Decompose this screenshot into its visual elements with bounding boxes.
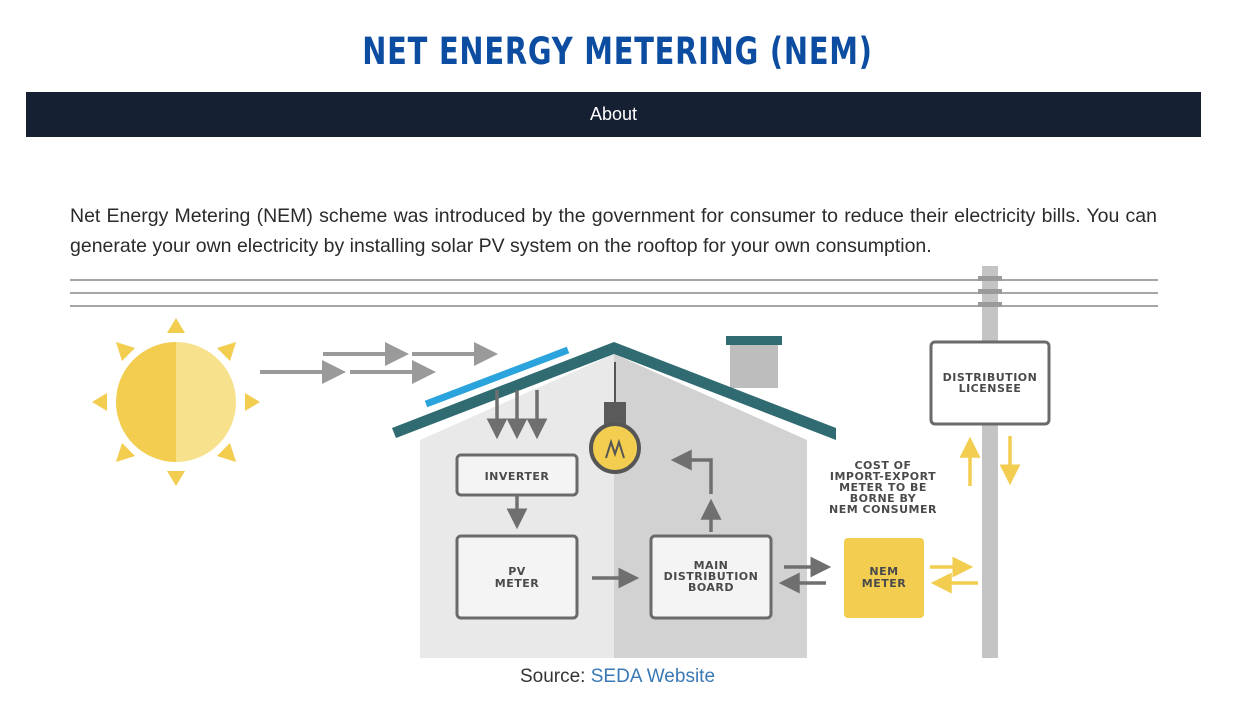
power-lines — [70, 279, 1158, 307]
nav-bar: About — [26, 92, 1201, 137]
distribution-label-line-1: DISTRIBUTION — [943, 371, 1038, 384]
sunlight-arrows — [260, 342, 498, 384]
page-title: NET ENERGY METERING (NEM) — [362, 30, 873, 73]
cost-note: COST OF IMPORT-EXPORT METER TO BE BORNE … — [829, 459, 937, 516]
pv-meter-box: PV METER — [455, 534, 579, 620]
nem-meter-label-line-2: METER — [862, 577, 906, 590]
distribution-licensee-box: DISTRIBUTION LICENSEE — [929, 340, 1051, 426]
power-pole — [978, 266, 1002, 658]
nem-meter-label-line-1: NEM — [869, 565, 898, 578]
light-bulb-icon — [589, 362, 641, 474]
main-board-label-line-2: DISTRIBUTION — [664, 570, 759, 583]
nem-diagram: INVERTER PV METER MAIN DISTRIBUTION BOAR… — [70, 266, 1158, 658]
pv-meter-label-line-2: METER — [495, 577, 539, 590]
sun-icon — [92, 318, 260, 486]
source-label: Source: — [519, 666, 586, 687]
cost-note-line-4: BORNE BY — [850, 492, 917, 505]
main-board-label-line-1: MAIN — [694, 559, 729, 572]
cost-note-line-1: COST OF — [854, 459, 911, 472]
nav-item-about[interactable]: About — [589, 104, 638, 124]
cost-note-line-3: METER TO BE — [839, 481, 927, 494]
nem-meter-box: NEM METER — [844, 538, 924, 618]
main-distribution-board-box: MAIN DISTRIBUTION BOARD — [649, 534, 773, 620]
panel-arrows — [486, 390, 548, 440]
cost-note-line-2: IMPORT-EXPORT — [830, 470, 936, 483]
pv-meter-label-line-1: PV — [508, 565, 526, 578]
intro-paragraph: Net Energy Metering (NEM) scheme was int… — [70, 204, 1157, 257]
inverter-box: INVERTER — [455, 453, 579, 497]
solar-panel — [424, 346, 570, 408]
inverter-label: INVERTER — [485, 470, 550, 483]
main-board-label-line-3: BOARD — [688, 581, 734, 594]
cost-note-line-5: NEM CONSUMER — [829, 503, 937, 516]
source-caption: Source: SEDA Website — [0, 666, 1235, 688]
seda-website-link[interactable]: SEDA Website — [590, 666, 716, 687]
distribution-label-line-2: LICENSEE — [959, 382, 1022, 395]
